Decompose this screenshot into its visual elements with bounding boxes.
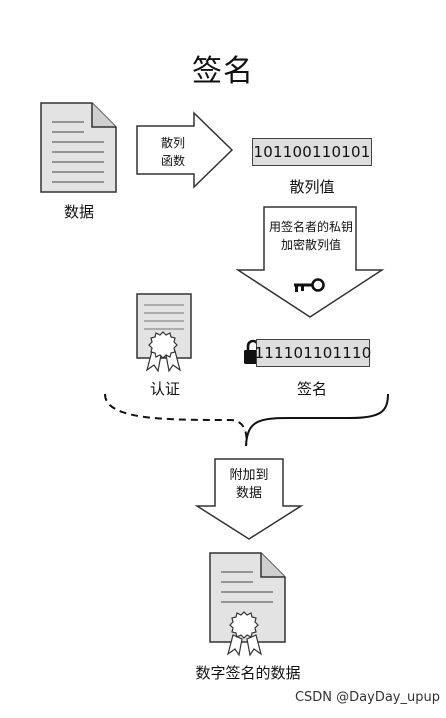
hash-value-label: 散列值 [289,178,335,196]
encrypt-label: 用签名者的私钥 加密散列值 [268,220,353,252]
hash-function-label: 散列 函数 [160,136,185,168]
watermark: CSDN @DayDay_upup [294,690,440,705]
hash-value-box: 101100110101 [252,138,372,166]
certificate-label: 认证 [149,380,180,398]
signature-label: 签名 [296,380,327,398]
attach-arrow [194,458,304,540]
seal-icon [145,331,182,373]
signed-data-label: 数字签名的数据 [195,664,301,682]
signed-document-icon [209,552,286,657]
attach-label: 附加到 数据 [229,468,269,501]
data-label: 数据 [63,203,94,221]
diagram-title: 签名 [192,54,254,89]
key-icon [294,278,325,292]
hash-function-arrow [136,111,234,189]
certificate-icon [136,293,192,373]
seal-icon [226,611,263,657]
combine-bracket [104,393,389,447]
signature-value-box: 111101101110 [255,339,371,367]
encrypt-arrow [235,206,385,318]
document-icon [40,102,117,193]
